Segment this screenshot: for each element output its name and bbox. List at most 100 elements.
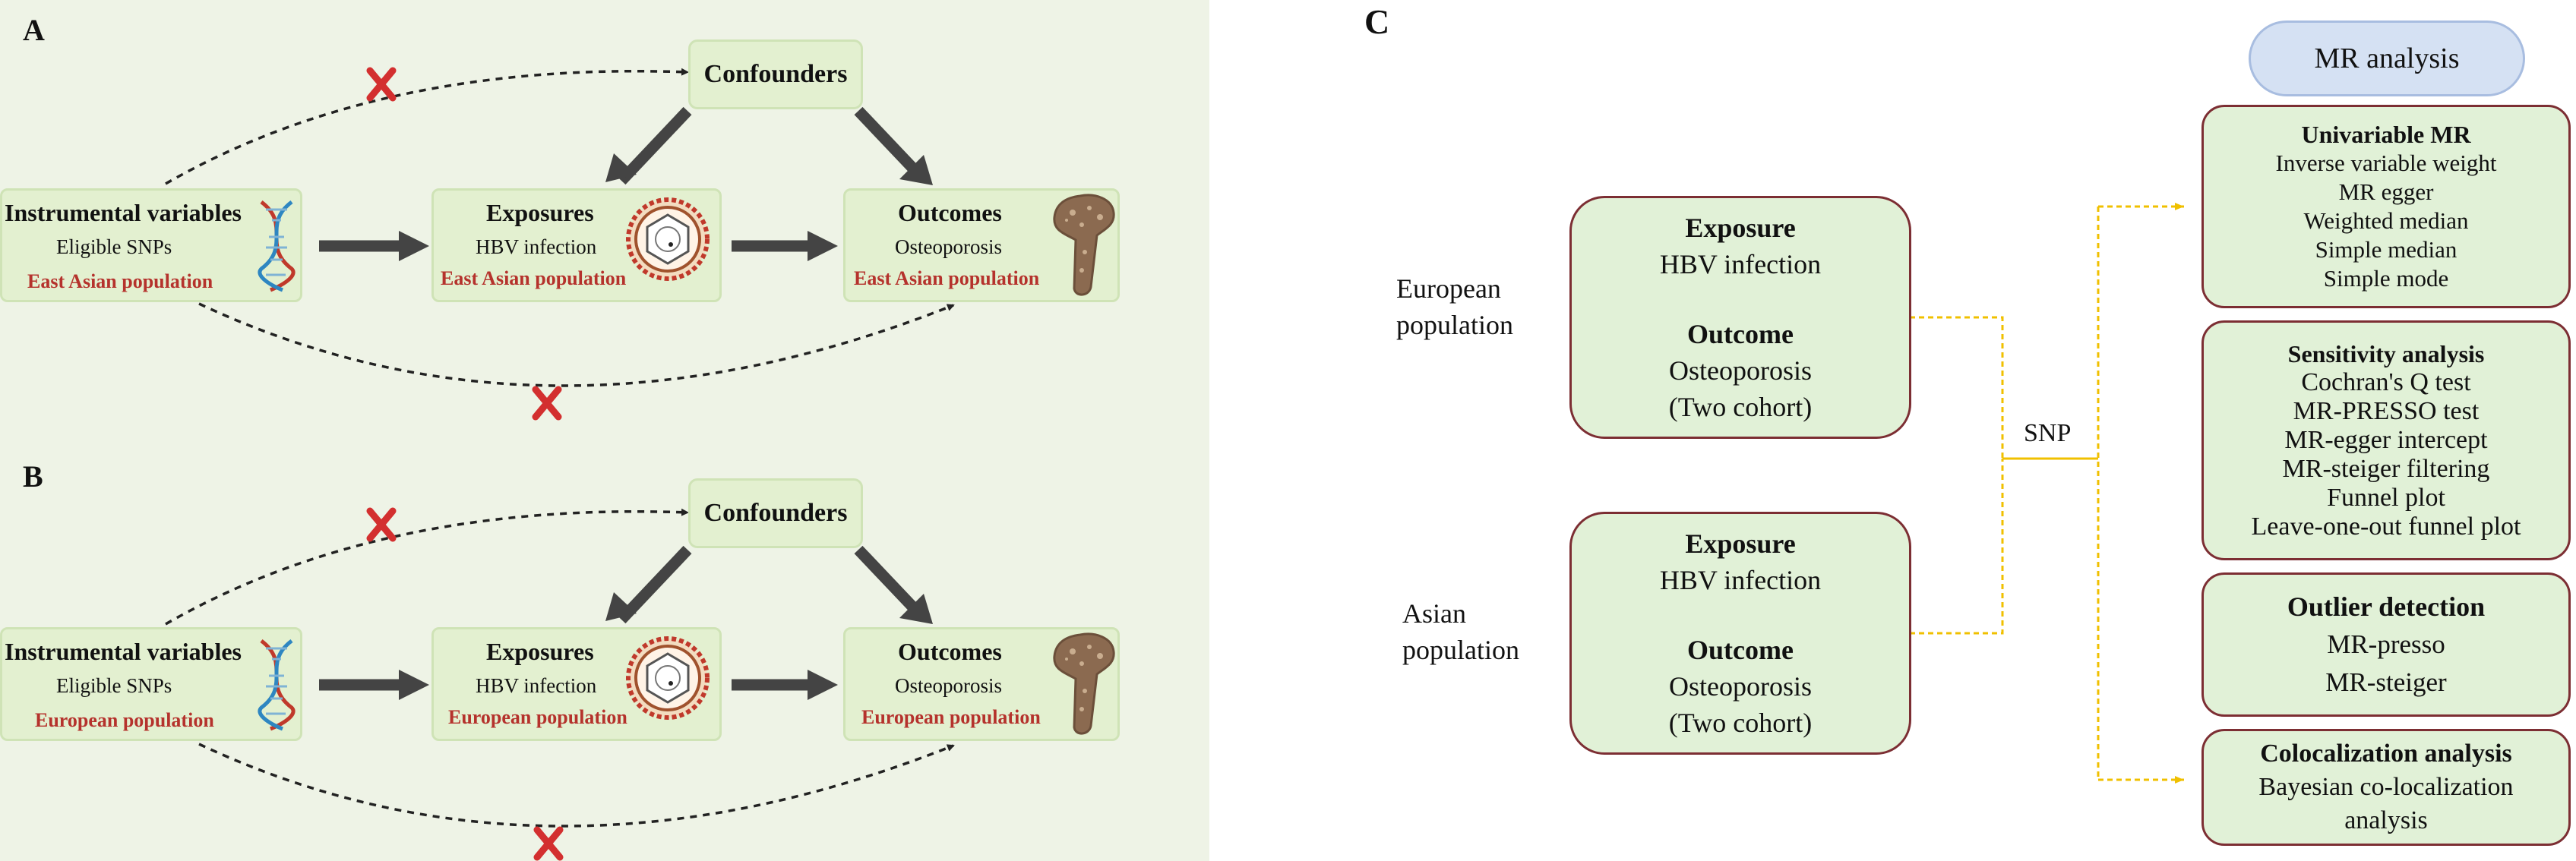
top-outcome-note: (Two cohort) — [1668, 392, 1813, 422]
outcome-pop-b: European population — [861, 706, 1041, 728]
panel-letter-c: C — [1364, 2, 1390, 41]
top-exposure-value: HBV infection — [1659, 249, 1822, 279]
cross-mark-bottom-a — [532, 386, 562, 421]
univariable-item: Simple median — [2315, 236, 2457, 263]
confounders-box-b: Confounders — [688, 478, 863, 548]
dashed-arrow-iv-to-confounders — [165, 68, 689, 185]
sensitivity-item: MR-steiger filtering — [2282, 455, 2490, 483]
sensitivity-item: Cochran's Q test — [2301, 368, 2471, 396]
iv-pop-b: European population — [35, 709, 214, 731]
bone-icon-b — [1053, 632, 1115, 735]
iv-box-a — [0, 188, 302, 302]
sensitivity-item: MR-egger intercept — [2284, 426, 2488, 454]
colocalization-title: Colocalization analysis — [2260, 740, 2512, 768]
dashed-arrow-iv-to-confounders-b — [165, 508, 689, 626]
arrowhead-confounders-to-outcome-b — [899, 594, 933, 624]
dna-icon-b — [258, 639, 296, 731]
panel-c-connectors — [1910, 203, 2184, 784]
sensitivity-analysis-box: Sensitivity analysis Cochran's Q test MR… — [2201, 320, 2571, 560]
arrowhead-iv-to-exposure-b — [399, 670, 429, 700]
panel-a-arrows — [165, 67, 955, 421]
outcome-sub-b: Osteoporosis — [895, 674, 1002, 697]
european-population-label: European population — [1396, 270, 1513, 343]
sensitivity-item: MR-PRESSO test — [2293, 397, 2480, 425]
european-study-box: Exposure HBV infection Outcome Osteoporo… — [1569, 196, 1911, 439]
arrowhead-confounders-to-outcome — [899, 155, 933, 185]
iv-sub-b: Eligible SNPs — [56, 674, 172, 697]
arrowhead-exposure-to-outcome — [808, 231, 838, 261]
iv-title-b: Instrumental variables — [5, 638, 242, 665]
exposure-sub-a: HBV infection — [476, 235, 597, 258]
univariable-mr-box: Univariable MR Inverse variable weight M… — [2201, 105, 2571, 308]
bone-icon-a — [1053, 194, 1115, 296]
colocalization-item: Bayesian co-localization — [2258, 773, 2514, 801]
top-outcome-label: Outcome — [1687, 319, 1794, 349]
panel-letter-b: B — [23, 459, 43, 494]
asian-line-2: population — [1402, 635, 1519, 665]
bottom-outcome-note: (Two cohort) — [1668, 708, 1813, 738]
arrow-confounders-to-exposure-b — [617, 545, 692, 624]
sensitivity-title: Sensitivity analysis — [2287, 340, 2485, 367]
arrow-confounders-to-outcome-stem-b — [854, 545, 919, 613]
arrowhead-confounders-to-exposure-b — [605, 592, 637, 621]
bottom-outcome-value: Osteoporosis — [1669, 671, 1812, 702]
exposure-pop-a: East Asian population — [441, 267, 627, 289]
iv-sub-a: Eligible SNPs — [56, 235, 172, 258]
asian-study-box: Exposure HBV infection Outcome Osteoporo… — [1569, 512, 1911, 755]
colocalization-analysis-box: Colocalization analysis Bayesian co-loca… — [2201, 729, 2571, 846]
arrowhead-exposure-to-outcome-b — [808, 670, 838, 700]
european-line-2: population — [1396, 310, 1513, 340]
bottom-outcome-label: Outcome — [1687, 635, 1794, 665]
outlier-item: MR-presso — [2327, 629, 2445, 659]
confounders-box-a: Confounders — [688, 39, 863, 109]
arrow-confounders-to-exposure — [617, 106, 692, 185]
dashed-arrow-iv-to-outcome — [198, 302, 955, 387]
exposure-pop-b: European population — [448, 706, 627, 728]
virus-icon-b — [626, 636, 710, 720]
cross-mark-bottom-b — [533, 826, 564, 861]
outlier-detection-box: Outlier detection MR-presso MR-steiger — [2201, 572, 2571, 717]
bottom-exposure-value: HBV infection — [1659, 565, 1822, 595]
arrowhead-confounders-to-exposure — [605, 153, 637, 182]
mr-analysis-pill: MR analysis — [2249, 20, 2525, 96]
bottom-exposure-label: Exposure — [1685, 528, 1796, 559]
snp-label: SNP — [2024, 419, 2072, 447]
asian-line-1: Asian — [1402, 598, 1466, 629]
iv-title-a: Instrumental variables — [5, 199, 242, 226]
panel-letter-a: A — [23, 13, 45, 47]
cross-mark-top-a — [366, 67, 397, 102]
cross-mark-top-b — [366, 507, 397, 542]
iv-box-b — [0, 627, 302, 741]
arrowhead-iv-to-exposure — [399, 231, 429, 261]
outcome-pop-a: East Asian population — [854, 267, 1040, 289]
panel-b-arrows — [165, 507, 955, 861]
top-outcome-value: Osteoporosis — [1669, 355, 1812, 386]
univariable-item: Simple mode — [2323, 265, 2449, 292]
univariable-item: Weighted median — [2303, 207, 2469, 234]
exposure-title-b: Exposures — [486, 638, 594, 665]
univariable-item: Inverse variable weight — [2275, 150, 2497, 176]
european-line-1: European — [1396, 273, 1501, 304]
colocalization-item: analysis — [2344, 806, 2428, 834]
connector-bottom-box — [1910, 459, 2004, 635]
connector-top-box — [1910, 316, 2004, 459]
dashed-arrow-iv-to-outcome-b — [198, 743, 955, 828]
univariable-title: Univariable MR — [2301, 121, 2471, 148]
sensitivity-item: Funnel plot — [2327, 484, 2445, 512]
univariable-item: MR egger — [2338, 178, 2434, 205]
asian-population-label: Asian population — [1402, 595, 1519, 668]
outlier-item: MR-steiger — [2325, 667, 2447, 697]
sensitivity-item: Leave-one-out funnel plot — [2251, 512, 2521, 541]
dna-icon-a — [258, 200, 296, 292]
virus-icon-a — [626, 197, 710, 281]
outcome-title-b: Outcomes — [898, 638, 1002, 665]
arrow-confounders-to-outcome-stem — [854, 106, 919, 175]
exposure-sub-b: HBV infection — [476, 674, 597, 697]
exposure-title-a: Exposures — [486, 199, 594, 226]
top-exposure-label: Exposure — [1685, 213, 1796, 243]
outcome-title-a: Outcomes — [898, 199, 1002, 226]
outcome-sub-a: Osteoporosis — [895, 235, 1002, 258]
iv-pop-a: East Asian population — [27, 270, 213, 292]
outlier-title: Outlier detection — [2287, 591, 2486, 622]
